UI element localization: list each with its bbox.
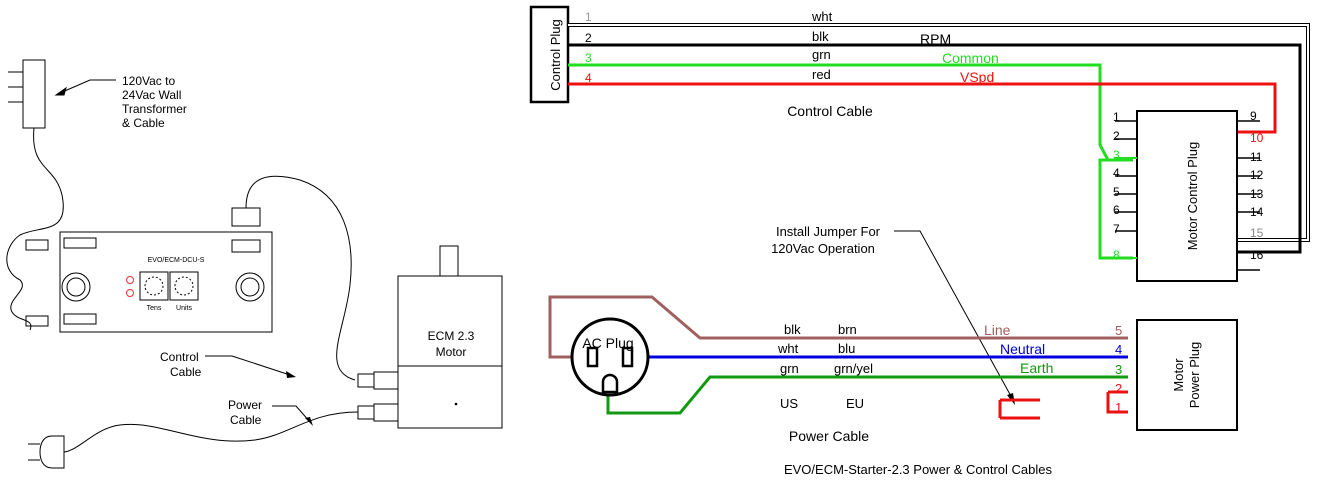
us-color-blk: blk — [784, 322, 801, 337]
eu-color-blu: blu — [838, 341, 855, 356]
power-cable-wire — [63, 411, 359, 453]
transformer-label-line: 120Vac to — [122, 74, 175, 88]
eu-color-brn: brn — [838, 322, 857, 337]
mcp-pin-5: 5 — [1113, 185, 1120, 199]
mcp-pin-2: 2 — [1113, 129, 1120, 143]
motor-control-left-pin-lines-green — [1115, 157, 1137, 259]
jumper-pointer — [894, 230, 1013, 399]
us-color-grn: grn — [780, 361, 799, 376]
wall-transformer — [6, 59, 64, 331]
mcp-pin-15: 15 — [1250, 226, 1264, 240]
control-plug-label: Control Plug — [548, 19, 563, 91]
dial-tens-label: Tens — [147, 305, 162, 312]
mcp-pin-10: 10 — [1250, 131, 1264, 145]
jumper-note-line: 120Vac Operation — [771, 241, 875, 256]
control-plug — [529, 5, 570, 104]
dcu-board — [25, 207, 273, 333]
transformer-label-line: Transformer — [122, 102, 187, 116]
signal-neutral: Neutral — [1000, 341, 1045, 357]
mcp-pin-13: 13 — [1250, 187, 1264, 201]
motor-power-plug-label-line: Power Plug — [1187, 342, 1202, 408]
control-cable-arrowhead — [286, 371, 296, 378]
motor-control-left-pin-lines — [1115, 120, 1137, 232]
transformer-label-line: & Cable — [122, 116, 165, 130]
mcp-pin-4: 4 — [1113, 166, 1120, 180]
signal-vspd: VSpd — [960, 69, 994, 85]
mcp-pin-1: 1 — [1113, 110, 1120, 124]
dial-units-label: Units — [176, 305, 192, 312]
ecm-motor — [357, 245, 503, 429]
motor-power-plug-label-line: Motor — [1171, 358, 1186, 392]
mcp-pin-7: 7 — [1113, 222, 1120, 236]
mcp-pin-6: 6 — [1113, 203, 1120, 217]
ac-wall-plug — [28, 435, 65, 469]
power-pin-1: 1 — [1115, 400, 1122, 415]
ac-plug-label: AC Plug — [582, 335, 633, 351]
eu-label: EU — [846, 396, 864, 411]
signal-line: Line — [984, 322, 1011, 338]
signal-earth: Earth — [1020, 360, 1053, 376]
motor-power-plug — [1136, 319, 1238, 431]
control-pin-1: 1 — [585, 10, 592, 24]
us-color-wht: wht — [777, 341, 799, 356]
power-cable-pointer — [272, 405, 311, 423]
power-pin-5: 5 — [1115, 323, 1122, 338]
mcp-pin-14: 14 — [1250, 205, 1264, 219]
control-wires — [568, 23, 1310, 260]
power-pin-4: 4 — [1115, 342, 1122, 357]
power-pin-2: 2 — [1115, 381, 1122, 396]
control-pin-3: 3 — [585, 51, 592, 65]
control-cable-pointer — [205, 355, 291, 376]
mcp-pin-12: 12 — [1250, 168, 1264, 182]
power-cable-label-line: Power — [228, 398, 262, 412]
control-cable-wire — [245, 175, 356, 381]
transformer-label-line: 24Vac Wall — [122, 88, 181, 102]
motor-control-plug — [1136, 110, 1238, 282]
control-pin-2: 2 — [585, 31, 592, 45]
control-color-blk: blk — [812, 29, 829, 44]
jumper-note-line: Install Jumper For — [776, 224, 881, 239]
mcp-pin-9: 9 — [1250, 109, 1257, 123]
signal-rpm: RPM — [920, 31, 951, 47]
ac-plug — [570, 317, 650, 397]
control-cable-label-line: Cable — [170, 365, 202, 379]
dcu-title: EVO/ECM-DCU-S — [148, 257, 205, 264]
motor-control-right-pin-lines — [1237, 120, 1260, 271]
us-label: US — [780, 396, 798, 411]
motor-label-line: ECM 2.3 — [428, 329, 475, 343]
control-color-red: red — [812, 67, 831, 82]
control-color-wht: wht — [811, 9, 833, 24]
mcp-pin-16: 16 — [1250, 248, 1264, 262]
control-cable-label-line: Control — [160, 350, 199, 364]
mcp-pin-11: 11 — [1250, 150, 1263, 164]
control-pin-4: 4 — [585, 71, 592, 85]
transformer-arrow — [54, 79, 116, 96]
power-cable-label: Power Cable — [789, 428, 869, 444]
mcp-pin-8: 8 — [1113, 248, 1120, 262]
power-cable-label-line: Cable — [230, 413, 262, 427]
mcp-pin-3: 3 — [1113, 148, 1120, 162]
diagram-caption: EVO/ECM-Starter-2.3 Power & Control Cabl… — [784, 462, 1053, 477]
control-color-grn: grn — [812, 47, 831, 62]
motor-label-line: Motor — [436, 345, 467, 359]
power-pin-3: 3 — [1115, 362, 1122, 377]
signal-common: Common — [942, 50, 999, 66]
motor-control-plug-label: Motor Control Plug — [1185, 142, 1200, 250]
power-wires — [548, 295, 1128, 420]
control-cable-label: Control Cable — [787, 103, 873, 119]
eu-color-grnyel: grn/yel — [834, 361, 873, 376]
